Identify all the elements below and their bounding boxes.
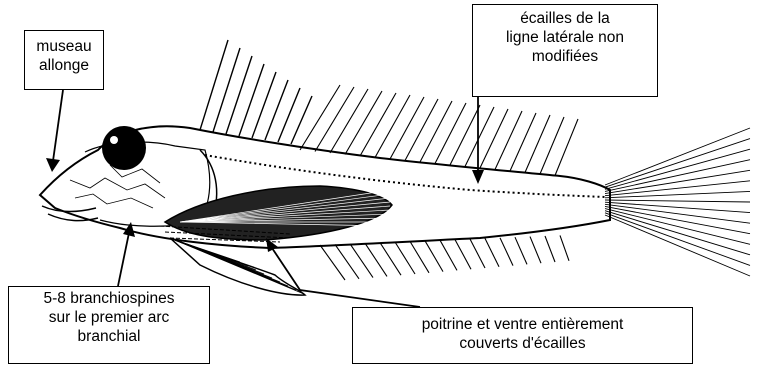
fin-ray: [605, 160, 750, 192]
poitrine-line-1: poitrine et ventre entièrement: [357, 315, 688, 334]
ecailles-line-2: ligne latérale non: [477, 28, 653, 47]
fin-ray: [545, 236, 555, 262]
fin-ray: [530, 237, 541, 264]
fin-ray: [350, 244, 373, 278]
fin-ray: [345, 91, 382, 155]
fin-ray: [390, 97, 424, 159]
caudal-fin: [605, 128, 750, 276]
fin-ray: [605, 170, 750, 193]
fin-ray: [480, 109, 508, 168]
fin-ray: [605, 215, 750, 276]
fin-ray: [495, 111, 522, 170]
fin-ray: [605, 191, 750, 197]
fin-ray: [500, 238, 513, 266]
fin-ray: [510, 113, 536, 171]
breast-belly-label: poitrine et ventre entièrement couverts …: [352, 307, 693, 364]
fin-ray: [239, 64, 264, 136]
eye-highlight: [110, 136, 118, 144]
arrow-branchio: [118, 228, 130, 286]
poitrine-line-2: couverts d'écailles: [357, 334, 688, 353]
fin-ray: [315, 87, 354, 152]
arrow-ecailles-head: [472, 170, 484, 184]
fin-ray: [440, 240, 457, 270]
fin-ray: [605, 128, 750, 185]
arrow-poitrine: [270, 245, 420, 307]
ecailles-line-3: modifiées: [477, 47, 653, 66]
head-texture: [70, 165, 165, 208]
fin-ray: [465, 107, 494, 167]
lateral-line-label: écailles de la ligne latérale non modifi…: [472, 4, 658, 97]
branchio-line-2: sur le premier arc: [13, 308, 205, 327]
fin-ray: [300, 85, 340, 150]
fin-ray: [525, 115, 550, 173]
branchio-line-1: 5-8 branchiospines: [13, 289, 205, 308]
ecailles-line-1: écailles de la: [477, 9, 653, 28]
fin-ray: [470, 239, 485, 268]
fin-ray: [320, 245, 345, 280]
museau-label: museau allonge: [24, 30, 104, 90]
fin-ray: [395, 242, 415, 274]
pectoral-fin: [165, 186, 392, 240]
fin-ray: [485, 238, 499, 266]
fin-ray: [425, 241, 443, 272]
arrow-museau-head: [46, 158, 60, 172]
fin-ray: [455, 240, 471, 270]
anal-fin: [320, 235, 569, 280]
fin-ray: [450, 105, 480, 165]
fin-ray: [405, 99, 438, 161]
second-dorsal-fin: [300, 85, 578, 176]
fin-ray: [605, 211, 750, 255]
fin-ray: [435, 103, 466, 164]
gill-rakers-label: 5-8 branchiospines sur le premier arc br…: [8, 286, 210, 364]
fin-ray: [213, 48, 240, 132]
eye: [102, 126, 146, 170]
fin-ray: [252, 72, 276, 138]
fin-ray: [555, 119, 578, 176]
fin-ray: [605, 139, 750, 188]
museau-line-2: allonge: [29, 56, 99, 75]
fin-ray: [540, 117, 564, 174]
arrow-museau: [52, 90, 63, 168]
fin-ray: [560, 235, 569, 260]
fin-ray: [200, 40, 228, 130]
fin-ray: [410, 241, 429, 272]
fin-ray: [420, 101, 452, 162]
fin-ray: [335, 244, 359, 278]
fin-ray: [515, 237, 527, 264]
fin-ray: [265, 80, 288, 140]
museau-line-1: museau: [29, 37, 99, 56]
fin-ray: [360, 93, 396, 156]
fin-ray: [605, 200, 750, 202]
first-dorsal-fin: [200, 40, 312, 144]
fin-ray: [330, 89, 368, 153]
branchio-line-3: branchial: [13, 327, 205, 346]
fin-ray: [375, 95, 410, 158]
fin-ray: [226, 56, 252, 134]
